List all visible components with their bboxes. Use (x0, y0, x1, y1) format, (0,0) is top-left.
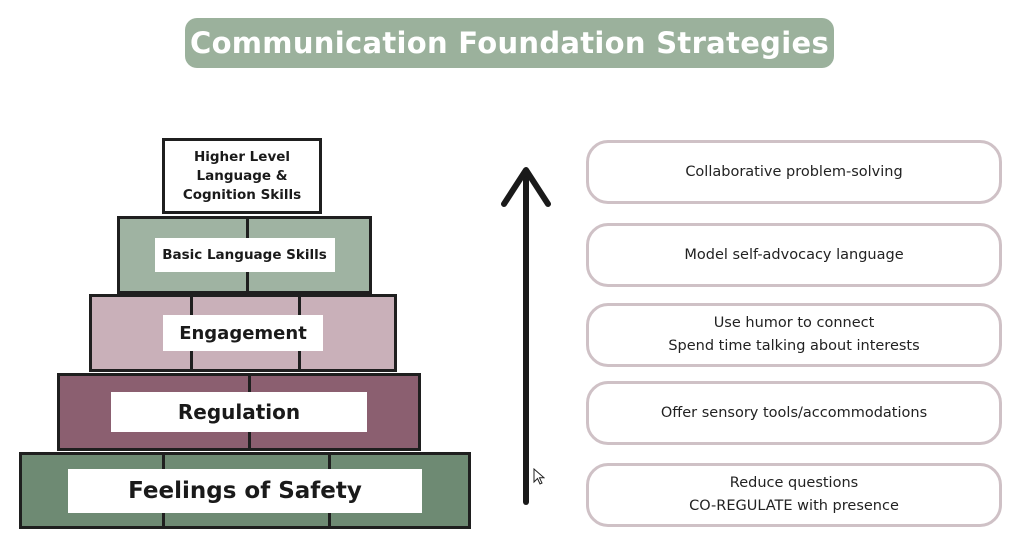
mouse-pointer-icon (533, 468, 545, 485)
tier-label-basic-language: Basic Language Skills (154, 238, 335, 272)
strategy-text: Use humor to connect (713, 315, 875, 331)
strategy-text: Collaborative problem-solving (685, 163, 903, 180)
tier-label-line: Language & (196, 167, 288, 184)
strategy-text: Reduce questions (729, 475, 859, 491)
pyramid-tier-higher-level: Higher Level Language & Cognition Skills (162, 138, 322, 214)
tier-label-regulation: Regulation (111, 392, 367, 432)
tier-label-line: Cognition Skills (182, 186, 302, 203)
pyramid-tier-regulation: Regulation (57, 373, 421, 451)
pyramid-tier-basic-language: Basic Language Skills (117, 216, 372, 294)
tier-label-higher-level: Higher Level Language & Cognition Skills (173, 145, 311, 207)
pyramid-tier-engagement: Engagement (89, 294, 397, 372)
page-title: Communication Foundation Strategies (185, 18, 834, 68)
strategy-text: Model self-advocacy language (684, 246, 904, 263)
strategy-sensory-tools: Offer sensory tools/accommodations (586, 381, 1002, 445)
strategy-model-self-advocacy: Model self-advocacy language (586, 223, 1002, 287)
up-arrow-icon (501, 167, 551, 505)
strategy-co-regulate: Reduce questions CO-REGULATE with presen… (586, 463, 1002, 527)
tier-label-feelings-of-safety: Feelings of Safety (68, 468, 422, 513)
strategy-humor-and-interests: Use humor to connect Spend time talking … (586, 303, 1002, 367)
tier-label-engagement: Engagement (163, 315, 323, 351)
strategy-text: CO-REGULATE with presence (689, 498, 899, 514)
strategy-text: Spend time talking about interests (668, 338, 920, 354)
strategy-collaborative-problem-solving: Collaborative problem-solving (586, 140, 1002, 204)
pyramid-tier-feelings-of-safety: Feelings of Safety (19, 452, 471, 529)
strategy-text: Offer sensory tools/accommodations (660, 404, 928, 421)
tier-label-line: Higher Level (193, 148, 291, 165)
